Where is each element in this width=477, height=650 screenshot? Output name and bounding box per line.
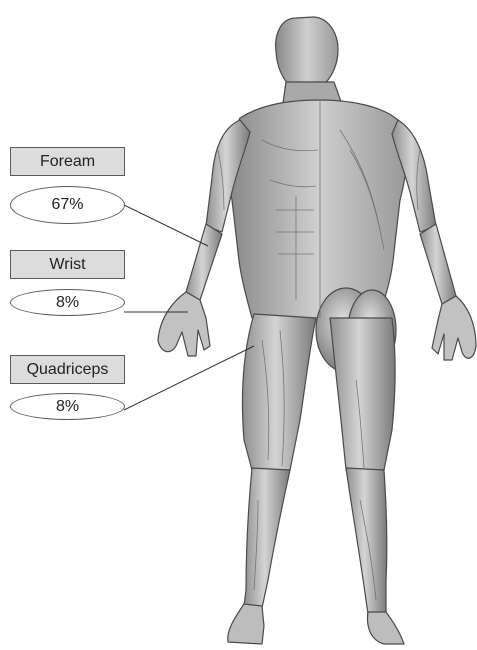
right-hand	[432, 296, 476, 360]
callout-value-wrist: 8%	[10, 289, 125, 316]
left-foot	[228, 604, 264, 644]
body-silhouette	[158, 17, 476, 644]
torso	[229, 100, 407, 318]
left-hand	[158, 292, 210, 356]
right-forearm	[420, 224, 456, 304]
callout-label-quadriceps: Quadriceps	[10, 355, 125, 384]
callout-value-forearm: 67%	[10, 186, 125, 224]
left-forearm	[186, 224, 222, 300]
callout-label-wrist: Wrist	[10, 250, 125, 279]
right-shin	[346, 468, 387, 614]
left-shin	[244, 468, 290, 608]
right-foot	[368, 612, 404, 644]
connector-forearm	[124, 205, 208, 246]
left-thigh	[242, 314, 316, 470]
callout-label-forearm: Foream	[10, 147, 125, 176]
head	[276, 17, 338, 90]
callout-value-quadriceps: 8%	[10, 393, 125, 420]
